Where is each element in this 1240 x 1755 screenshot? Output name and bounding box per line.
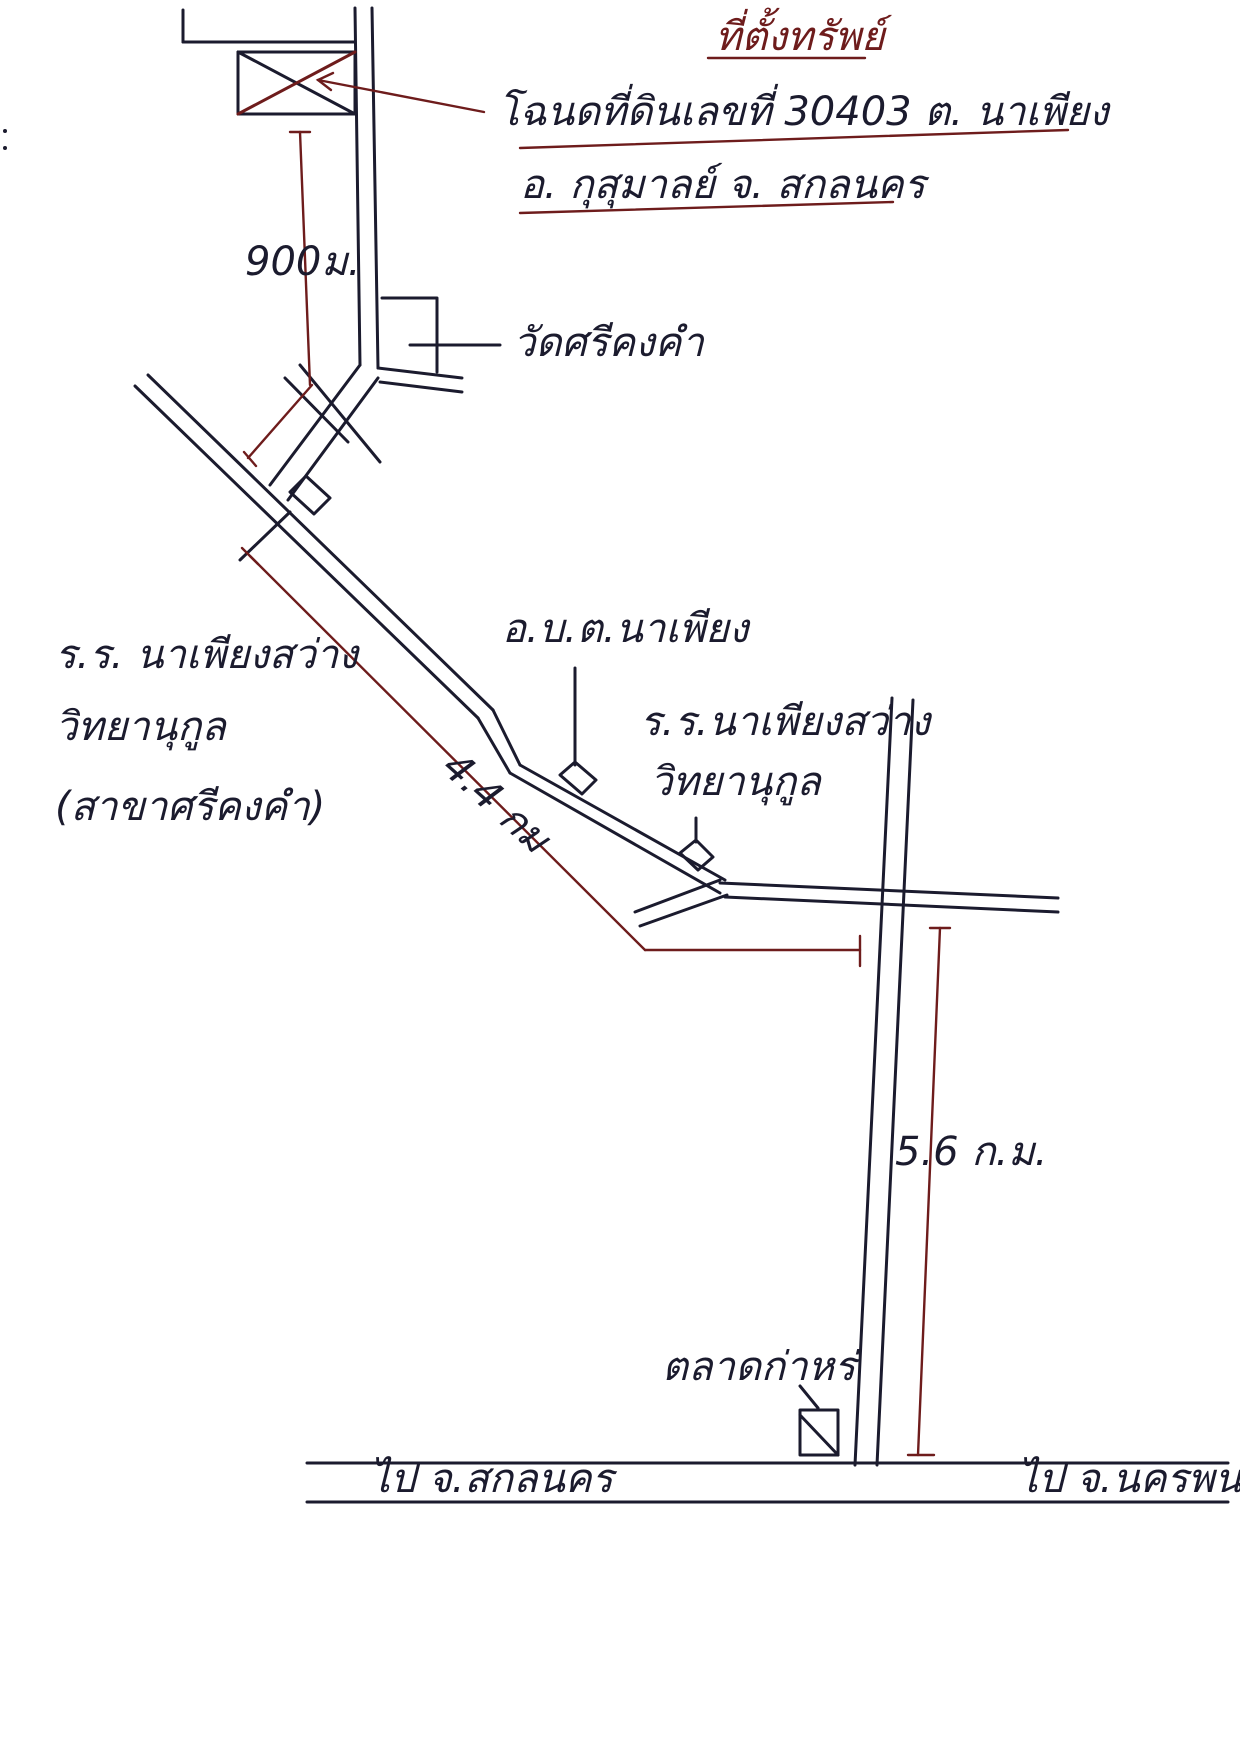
road-north (353, 6, 380, 370)
school-branch-marker (238, 474, 332, 562)
school-main-marker (678, 816, 715, 872)
road-cross-stub (283, 363, 382, 464)
property-marker (236, 50, 357, 116)
temple-marker (380, 296, 502, 374)
distance-900m: 900ม. (245, 239, 360, 285)
distance-lines (240, 56, 1070, 1457)
school-main-line2: วิทยานุกูล (650, 759, 823, 806)
school-branch-line1: ร.ร. นาเพียงสว่าง (55, 632, 360, 678)
market-label: ตลาดก่าหร่ (662, 1344, 860, 1390)
deed-label: โฉนดที่ดินเลขที่ 30403 ต. นาเพียง (498, 83, 1111, 135)
school-branch-line2: วิทยานุกูล (55, 704, 228, 751)
direction-left: ไป จ.สกลนคร (370, 1456, 618, 1502)
direction-right: ไป จ.นครพนม (1018, 1456, 1240, 1502)
road-east (718, 881, 1060, 914)
distance-5-6km: 5.6 ก.ม. (895, 1129, 1047, 1175)
road-connector (268, 363, 380, 502)
market-marker (798, 1384, 840, 1457)
district-label: อ. กุสุมาลย์ จ. สกลนคร (520, 162, 930, 209)
school-main-line1: ร.ร.นาเพียงสว่าง (640, 699, 933, 745)
map-title: ที่ตั้งทรัพย์ (715, 7, 893, 60)
school-branch-line3: (สาขาศรีคงคำ) (55, 784, 325, 830)
temple-label: วัดศรีคงคำ (513, 320, 705, 366)
sao-marker (558, 666, 598, 796)
distance-4-4km: 4.4 กม (433, 743, 560, 864)
margin-marks (3, 129, 7, 150)
sao-label: อ.บ.ต.นาเพียง (502, 606, 751, 652)
road-highway (305, 1461, 1230, 1504)
road-north-south (853, 696, 915, 1467)
road-branch (633, 878, 729, 928)
road-main-diagonal (133, 373, 727, 895)
road-temple-lane (376, 366, 464, 394)
road-network (133, 6, 1230, 1504)
